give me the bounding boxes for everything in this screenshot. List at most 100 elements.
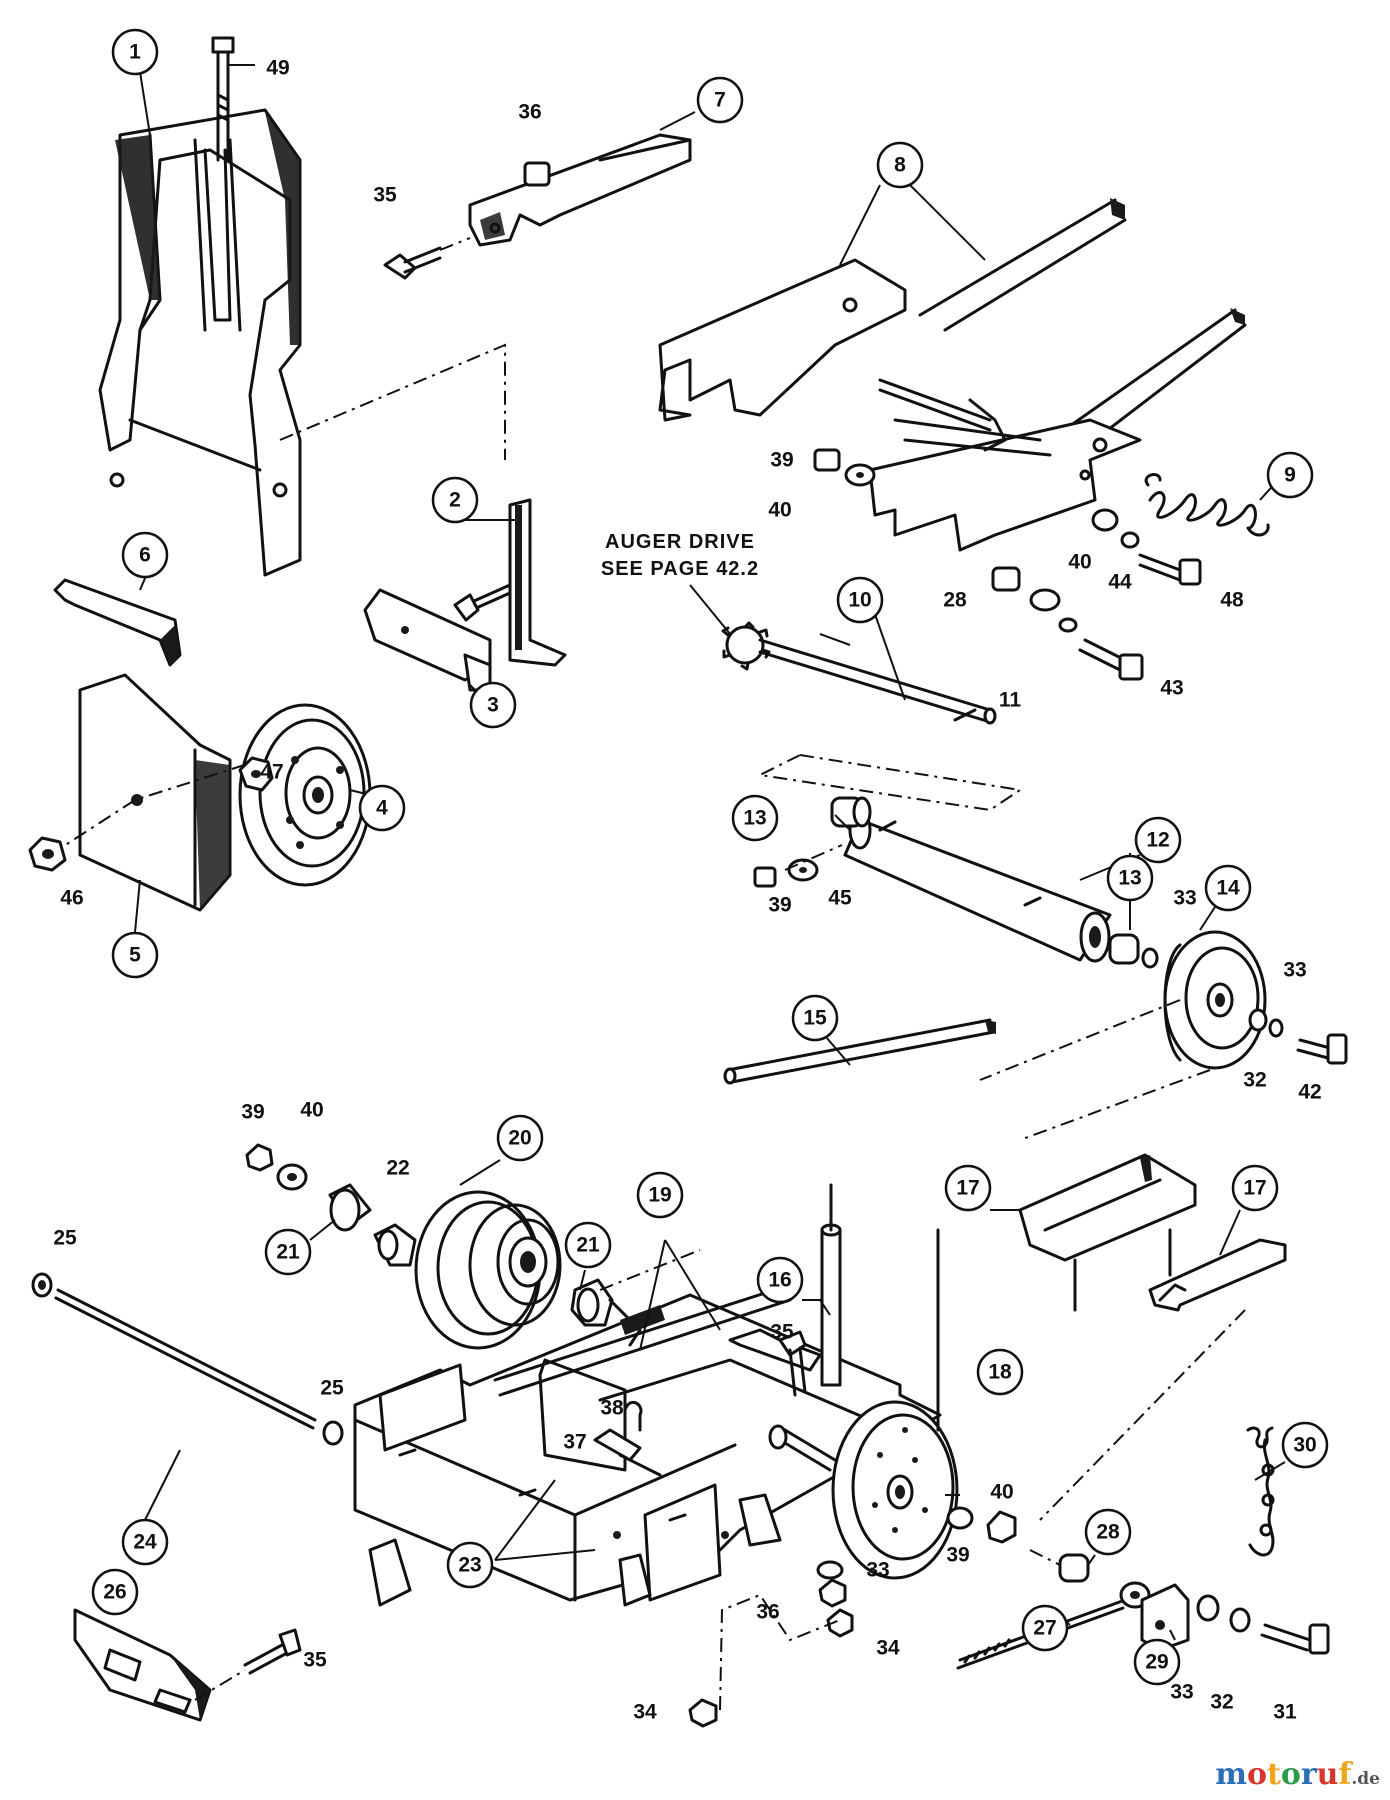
label-33: 33 — [1173, 887, 1196, 910]
part-9-spring — [1144, 473, 1279, 537]
label-43: 43 — [1160, 677, 1183, 700]
svg-text:27: 27 — [1033, 1617, 1056, 1640]
part-15-shaft — [723, 1018, 996, 1085]
callout-13b: 13 — [1106, 854, 1154, 902]
auger-drive-note: AUGER DRIVE SEE PAGE 42.2 — [601, 531, 759, 641]
watermark-brand: motoruf — [1215, 1757, 1352, 1792]
svg-text:1: 1 — [129, 41, 141, 64]
callout-16: 16 — [756, 1256, 804, 1304]
svg-text:21: 21 — [276, 1241, 300, 1264]
svg-text:13: 13 — [743, 807, 766, 830]
part-7-lever — [383, 133, 692, 280]
callout-21b: 21 — [564, 1221, 612, 1269]
svg-text:20: 20 — [508, 1127, 531, 1150]
label-33: 33 — [1283, 959, 1306, 982]
callout-10: 10 — [836, 576, 884, 624]
part-4-pulley — [238, 703, 372, 887]
callout-18: 18 — [976, 1348, 1024, 1396]
part-2-upright — [453, 498, 567, 667]
callout-13a: 13 — [731, 794, 779, 842]
label-32: 32 — [1210, 1691, 1233, 1714]
svg-text:12: 12 — [1146, 829, 1169, 852]
svg-text:5: 5 — [129, 944, 141, 967]
callout-17a: 17 — [944, 1164, 992, 1212]
part-number-labels: 49 36 35 39 40 28 40 44 48 43 11 47 46 4… — [53, 57, 1321, 1724]
note-line-2: SEE PAGE 42.2 — [601, 558, 759, 580]
label-48: 48 — [1220, 589, 1244, 612]
label-33: 33 — [1170, 1681, 1193, 1704]
svg-text:28: 28 — [1096, 1521, 1120, 1544]
part-26-plate — [73, 1608, 302, 1722]
label-32: 32 — [1243, 1069, 1266, 1092]
svg-text:2: 2 — [449, 489, 461, 512]
label-34: 34 — [633, 1701, 657, 1724]
callout-14: 14 — [1204, 864, 1252, 912]
watermark-tld: .de — [1351, 1769, 1380, 1789]
label-39: 39 — [946, 1544, 969, 1567]
label-35: 35 — [373, 184, 397, 207]
callout-12: 12 — [1134, 816, 1182, 864]
label-44: 44 — [1108, 571, 1132, 594]
label-39: 39 — [768, 894, 791, 917]
callout-6: 6 — [121, 531, 169, 579]
label-38: 38 — [600, 1397, 624, 1420]
label-34: 34 — [876, 1637, 900, 1660]
label-28: 28 — [943, 589, 967, 612]
part-6-handle — [53, 578, 182, 667]
svg-text:13: 13 — [1118, 867, 1141, 890]
svg-text:21: 21 — [576, 1234, 600, 1257]
label-22: 22 — [386, 1157, 409, 1180]
hardware-cluster-upper — [813, 448, 1202, 681]
label-40: 40 — [300, 1099, 323, 1122]
svg-text:10: 10 — [848, 589, 871, 612]
frame-hardware — [593, 1330, 807, 1477]
svg-text:14: 14 — [1216, 877, 1240, 900]
label-37: 37 — [563, 1431, 586, 1454]
callout-30: 30 — [1281, 1421, 1329, 1469]
svg-text:24: 24 — [133, 1531, 157, 1554]
label-36: 36 — [756, 1601, 779, 1624]
part-17-brackets — [1018, 1153, 1287, 1312]
callout-7: 7 — [696, 76, 744, 124]
svg-text:16: 16 — [768, 1269, 791, 1292]
callout-23: 23 — [446, 1541, 494, 1589]
svg-text:17: 17 — [1243, 1177, 1266, 1200]
svg-text:9: 9 — [1284, 464, 1296, 487]
label-46: 46 — [60, 887, 83, 910]
label-36: 36 — [518, 101, 541, 124]
part-8-frame — [658, 198, 1247, 552]
callout-19: 19 — [636, 1171, 684, 1219]
part-30-chain — [1246, 1426, 1275, 1557]
svg-text:26: 26 — [103, 1581, 126, 1604]
label-33: 33 — [866, 1559, 889, 1582]
label-31: 31 — [1273, 1701, 1297, 1724]
callout-29: 29 — [1133, 1638, 1181, 1686]
label-42: 42 — [1298, 1081, 1321, 1104]
callout-26: 26 — [91, 1568, 139, 1616]
callout-24: 24 — [121, 1518, 169, 1566]
svg-text:7: 7 — [714, 89, 726, 112]
nut-46 — [28, 836, 67, 872]
callout-5: 5 — [111, 931, 159, 979]
note-line-1: AUGER DRIVE — [605, 531, 755, 553]
callout-15: 15 — [791, 994, 839, 1042]
part-10-shaft — [721, 621, 1023, 812]
svg-text:4: 4 — [376, 797, 388, 820]
callout-27: 27 — [1021, 1604, 1069, 1652]
part-3-bracket — [363, 588, 492, 692]
part-14-pulley — [979, 930, 1348, 1141]
label-39: 39 — [241, 1101, 264, 1124]
svg-text:6: 6 — [139, 544, 151, 567]
callout-17b: 17 — [1231, 1164, 1279, 1212]
part-18-wheel — [768, 1228, 959, 1580]
label-40: 40 — [990, 1481, 1013, 1504]
callout-3: 3 — [469, 681, 517, 729]
svg-text:23: 23 — [458, 1554, 481, 1577]
callouts: 1 2 3 4 5 6 7 8 9 10 12 13 13 14 15 16 1… — [91, 28, 1329, 1686]
label-25: 25 — [53, 1227, 77, 1250]
label-35: 35 — [770, 1321, 794, 1344]
label-47: 47 — [260, 761, 283, 784]
svg-text:8: 8 — [894, 154, 906, 177]
part-16-pin — [820, 1183, 842, 1387]
label-39: 39 — [770, 449, 793, 472]
